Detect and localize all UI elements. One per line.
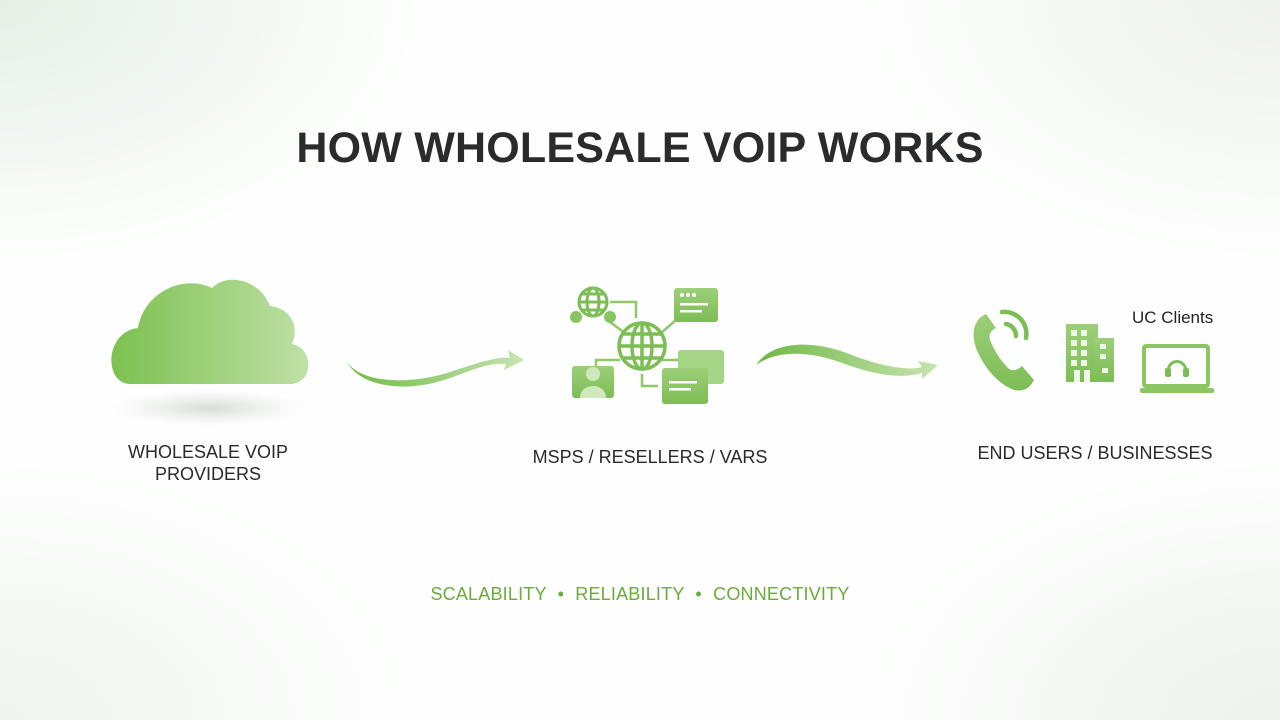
flow-arrow-2: [752, 335, 947, 385]
stage-end-users-label: END USERS / BUSINESSES: [977, 443, 1213, 463]
network-icon: [570, 286, 724, 404]
tagline-item-reliability: RELIABILITY: [575, 584, 685, 604]
stage-resellers: [560, 282, 740, 412]
tagline: SCALABILITY • RELIABILITY • CONNECTIVITY: [0, 584, 1280, 605]
uc-clients-label: UC Clients: [1132, 308, 1214, 327]
tagline-item-connectivity: CONNECTIVITY: [713, 584, 850, 604]
tagline-separator: •: [557, 584, 565, 604]
stage-end-users: [968, 300, 1228, 410]
tagline-separator: •: [695, 584, 702, 604]
phone-icon: [973, 309, 1034, 391]
label-line-2: PROVIDERS: [154, 464, 262, 484]
stage-resellers-label: MSPS / RESELLERS / VARS: [532, 447, 768, 467]
label-line-1: WHOLESALE VOIP: [127, 442, 289, 462]
arrow-right-icon: [756, 344, 938, 379]
flow-arrow-1: [340, 340, 530, 390]
arrow-right-icon: [345, 350, 524, 387]
stage-providers: [100, 270, 320, 430]
laptop-headset-icon: [1140, 344, 1214, 393]
tagline-item-scalability: SCALABILITY: [430, 584, 547, 604]
cloud-icon: [110, 279, 310, 426]
building-icon: [1066, 324, 1114, 382]
stage-providers-label: WHOLESALE VOIP PROVIDERS: [108, 441, 308, 485]
page-title: HOW WHOLESALE VOIP WORKS: [296, 124, 984, 172]
